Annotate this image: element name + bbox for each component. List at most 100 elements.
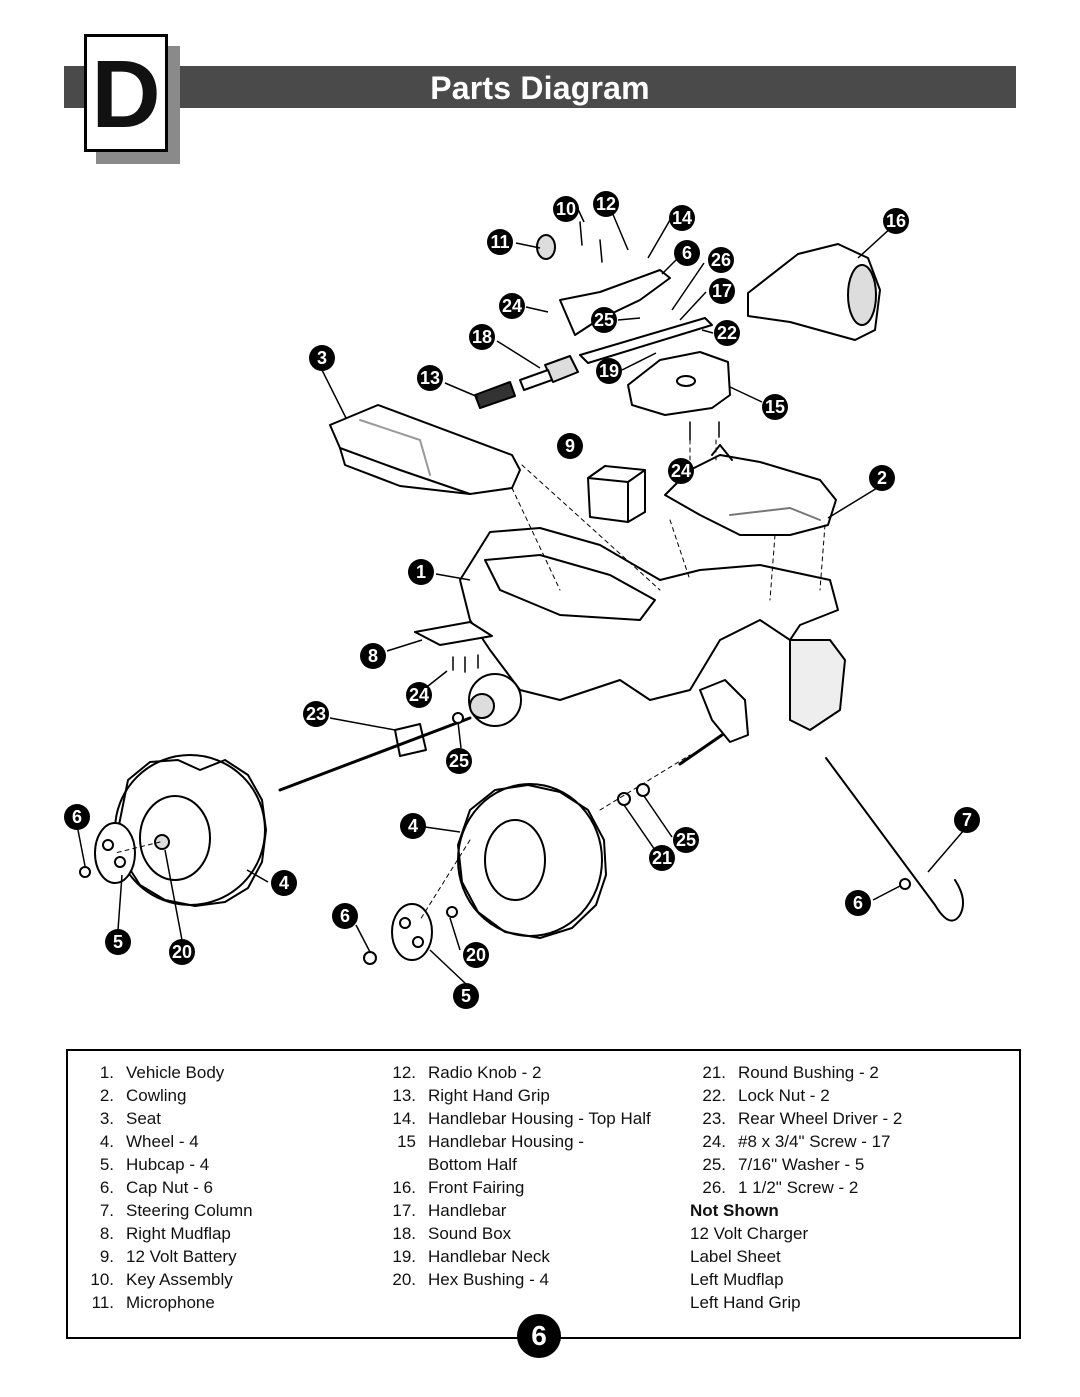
left-hubcap-illustration bbox=[79, 822, 136, 884]
hand-grip-illustration bbox=[474, 381, 516, 409]
callout-badge: 4 bbox=[400, 813, 426, 839]
callout-label: 4 bbox=[279, 873, 289, 893]
callout-badge: 14 bbox=[669, 205, 695, 231]
list-item: 20.Hex Bushing - 4 bbox=[392, 1270, 549, 1289]
front-fairing-illustration bbox=[747, 243, 881, 341]
callout-label: 24 bbox=[502, 296, 522, 316]
list-item: 12 Volt Charger bbox=[690, 1224, 809, 1243]
callout-label: 6 bbox=[682, 243, 692, 263]
callout-badge: 7 bbox=[954, 807, 980, 833]
callout-badge: 1 bbox=[408, 559, 434, 585]
list-item: 18.Sound Box bbox=[392, 1224, 512, 1243]
list-item: 5.Hubcap - 4 bbox=[99, 1155, 210, 1174]
callout-badge: 4 bbox=[271, 870, 297, 896]
list-item: 14.Handlebar Housing - Top Half bbox=[392, 1109, 651, 1128]
callout-label: 1 bbox=[416, 562, 426, 582]
axle-illustration bbox=[278, 716, 472, 792]
callout-label: 26 bbox=[711, 250, 731, 270]
callout-badge: 21 bbox=[649, 845, 675, 871]
callout-badge: 20 bbox=[169, 939, 195, 965]
callout-label: 25 bbox=[449, 751, 469, 771]
callout-label: 25 bbox=[594, 310, 614, 330]
list-item: 12.Radio Knob - 2 bbox=[392, 1063, 542, 1082]
list-item: 10.Key Assembly bbox=[90, 1270, 233, 1289]
section-letter-box: D bbox=[84, 34, 168, 152]
callout-badge: 17 bbox=[709, 278, 735, 304]
callout-badge: 6 bbox=[845, 890, 871, 916]
callout-label: 11 bbox=[490, 232, 509, 252]
seat-illustration bbox=[329, 404, 521, 495]
callout-badge: 15 bbox=[762, 394, 788, 420]
callout-label: 22 bbox=[717, 323, 737, 343]
title-bar: Parts Diagram bbox=[64, 66, 1016, 108]
list-item: 7.Steering Column bbox=[99, 1201, 253, 1220]
vehicle-body-illustration bbox=[459, 527, 846, 743]
callout-badge: 25 bbox=[446, 748, 472, 774]
list-item: 6.Cap Nut - 6 bbox=[99, 1178, 213, 1197]
callout-badge: 11 bbox=[487, 229, 513, 255]
callout-badge: 6 bbox=[64, 804, 90, 830]
callout-badge: 3 bbox=[309, 345, 335, 371]
list-item: 23.Rear Wheel Driver - 2 bbox=[702, 1109, 903, 1128]
list-item: 17.Handlebar bbox=[392, 1201, 507, 1220]
callout-badge: 26 bbox=[708, 247, 734, 273]
callout-label: 12 bbox=[596, 194, 616, 214]
list-item: 11.Microphone bbox=[91, 1293, 215, 1312]
steering-column-illustration bbox=[825, 757, 965, 922]
callout-badge: 20 bbox=[463, 942, 489, 968]
callout-badge: 23 bbox=[303, 701, 329, 727]
handlebar-housing-top-illustration bbox=[559, 269, 671, 336]
callout-label: 2 bbox=[877, 468, 887, 488]
right-hubcap-illustration bbox=[363, 903, 458, 965]
callout-label: 20 bbox=[466, 945, 486, 965]
callout-label: 24 bbox=[409, 685, 429, 705]
parts-column-3: 21.Round Bushing - 2 22.Lock Nut - 2 23.… bbox=[690, 1061, 902, 1314]
callout-badges: 10 12 14 16 11 6 26 17 24 25 22 18 3 13 … bbox=[64, 191, 980, 1009]
handlebar-illustration bbox=[579, 317, 713, 364]
left-wheel-illustration bbox=[114, 754, 267, 907]
callout-badge: 25 bbox=[591, 307, 617, 333]
callout-label: 8 bbox=[368, 646, 378, 666]
list-item: 4.Wheel - 4 bbox=[99, 1132, 199, 1151]
callout-badge: 6 bbox=[674, 240, 700, 266]
callout-label: 25 bbox=[676, 830, 696, 850]
parts-column-1: 1.Vehicle Body 2.Cowling 3.Seat 4.Wheel … bbox=[78, 1061, 253, 1314]
not-shown-heading: Not Shown bbox=[690, 1201, 779, 1220]
callout-badge: 5 bbox=[105, 929, 131, 955]
sound-box-illustration bbox=[519, 355, 579, 391]
page-number: 6 bbox=[517, 1314, 561, 1358]
assembly-guide-lines bbox=[114, 439, 826, 921]
callout-label: 17 bbox=[712, 281, 732, 301]
list-item: 2.Cowling bbox=[99, 1086, 187, 1105]
list-item: 25.7/16" Washer - 5 bbox=[702, 1155, 865, 1174]
callout-badge: 5 bbox=[453, 983, 479, 1009]
callout-badge: 24 bbox=[499, 293, 525, 319]
callout-badge: 19 bbox=[596, 358, 622, 384]
list-item: 13.Right Hand Grip bbox=[392, 1086, 550, 1105]
microphone-illustration bbox=[536, 234, 556, 260]
parts-list: 1.Vehicle Body 2.Cowling 3.Seat 4.Wheel … bbox=[66, 1049, 1021, 1339]
callout-label: 10 bbox=[556, 199, 576, 219]
list-item: 8.Right Mudflap bbox=[99, 1224, 231, 1243]
callout-label: 13 bbox=[420, 368, 440, 388]
list-item: 22.Lock Nut - 2 bbox=[702, 1086, 830, 1105]
list-item: 24.#8 x 3/4" Screw - 17 bbox=[702, 1132, 891, 1151]
callout-label: 18 bbox=[472, 327, 492, 347]
callout-badge: 16 bbox=[883, 208, 909, 234]
section-letter: D bbox=[91, 41, 161, 148]
callout-badge: 24 bbox=[406, 682, 432, 708]
callout-badge: 22 bbox=[714, 320, 740, 346]
callout-label: 6 bbox=[72, 807, 82, 827]
callout-label: 7 bbox=[962, 810, 972, 830]
callout-label: 19 bbox=[599, 361, 619, 381]
list-item: Bottom Half bbox=[428, 1155, 517, 1174]
callout-label: 5 bbox=[461, 986, 471, 1006]
screws-illustration bbox=[452, 221, 720, 673]
callout-badge: 6 bbox=[332, 903, 358, 929]
list-item: 1.Vehicle Body bbox=[99, 1063, 225, 1082]
list-item: Label Sheet bbox=[690, 1247, 781, 1266]
mudflap-illustration bbox=[414, 621, 493, 646]
callout-label: 14 bbox=[672, 208, 692, 228]
list-item: Left Mudflap bbox=[690, 1270, 784, 1289]
